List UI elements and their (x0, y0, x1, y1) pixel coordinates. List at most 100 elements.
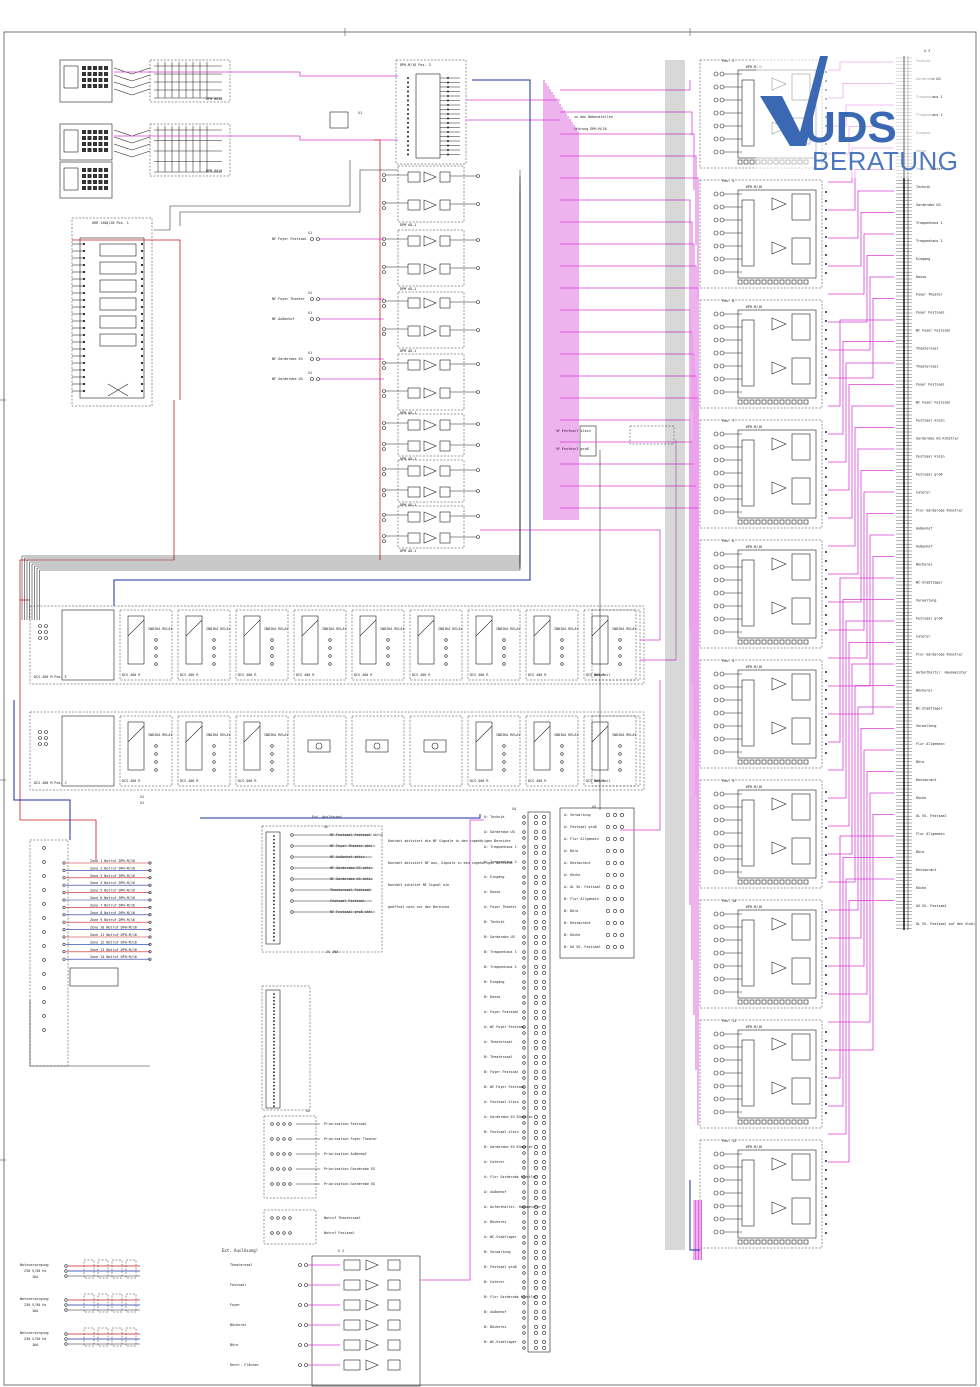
svg-text:Netzteil: Netzteil (594, 673, 610, 677)
svg-text:DPH-M/16: DPH-M/16 (746, 545, 762, 549)
x4-row: A: Garderobe UG (484, 830, 515, 834)
x5-row: A: Flur Allgemein (564, 837, 599, 841)
svg-text:DCS 400 R: DCS 400 R (238, 779, 257, 783)
svg-text:DCS 400 R: DCS 400 R (470, 673, 489, 677)
psu-line2: 230 V/50 Hz (24, 1303, 46, 1307)
zone-label: Büro (916, 850, 924, 854)
zone-label: Küche (916, 886, 926, 890)
svg-text:X1: X1 (308, 311, 312, 315)
pos-row: Zone 11 Notruf DPH-M/16 (90, 933, 137, 937)
zone-label: Flur Allgemein (916, 832, 945, 836)
svg-text:INDIKA RELAY: INDIKA RELAY (554, 733, 579, 737)
zone-label: Restaurant (916, 778, 936, 782)
ext-title: Ext. Auslösung! (312, 815, 343, 819)
x4-row: A: Technik (484, 815, 504, 819)
zone-label: Flur Garderobe Künstler (916, 508, 963, 512)
zone-label: Kasse (916, 275, 926, 279)
zone-label: Garderobe UG (916, 203, 941, 207)
psu-line2: 230 V/50 Hz (24, 1337, 46, 1341)
pos-row: Zone 5 Notruf DPH-M/16 (90, 889, 135, 893)
zone-label: Theatersaal (916, 365, 938, 369)
stoerung-label: Störung DPH-M/16 (574, 127, 607, 131)
x4-row: B: Bücherei (484, 1325, 506, 1329)
zone-label: WC-Stadtlager (916, 706, 943, 710)
amp-pos-label: Pos. 8 (722, 299, 734, 303)
svg-text:DPH-M/16: DPH-M/16 (746, 905, 762, 909)
svg-text:DCS 400 R: DCS 400 R (354, 673, 373, 677)
area-label: Restr. Flächen (230, 1363, 259, 1367)
x4-row: A: Theatersaal (484, 1040, 513, 1044)
svg-text:INDIKA RELAY: INDIKA RELAY (496, 627, 521, 631)
svg-text:DPM AD-1: DPM AD-1 (400, 287, 416, 291)
zone-label: Festsaal groß (916, 473, 943, 477)
zone-label: Bücherei (916, 562, 932, 566)
zone-label: Treppenhaus 2 (916, 239, 943, 243)
x5-header: X5 (592, 805, 596, 809)
x5-row: A: Verwaltung (564, 813, 591, 817)
zone-label: Garderobe EG Künstler (916, 437, 959, 441)
x4-row: A: Bücherei (484, 1220, 506, 1224)
svg-text:DPM 8016: DPM 8016 (206, 169, 222, 173)
nebenstellen-label: zu den Nebenstellen (574, 115, 613, 119)
x4-row: B: Festsaal groß (484, 1265, 517, 1269)
relay-label: Priorisation Garderobe UG (324, 1182, 375, 1186)
svg-text:INDIKA RELAY: INDIKA RELAY (264, 627, 289, 631)
amp-pos-label: Pos. 12 (722, 1139, 736, 1143)
x4-row: B: Kasse (484, 995, 500, 999)
x5-row: B: Restaurant (564, 921, 591, 925)
x2-header: X2 (324, 825, 328, 829)
zone-label: Festsaal groß (916, 616, 943, 620)
x4-row: B: Garderobe EG Künstler (484, 1145, 533, 1149)
x4-row: A: WC-Stadtlager (484, 1235, 517, 1239)
amp-pos-label: Pos. 10 (722, 899, 736, 903)
x5-row: A: Küche (564, 873, 580, 877)
x5-row: A: Festsaal groß (564, 825, 597, 829)
x4-row: B: Garderobe UG (484, 935, 515, 939)
pos-row: Zone 13 Notruf DPH-M/16 (90, 948, 137, 952)
svg-text:INDIKA RELAY: INDIKA RELAY (612, 627, 637, 631)
svg-text:DPH-M/16: DPH-M/16 (746, 305, 762, 309)
zone-label: Verwaltung (916, 598, 936, 602)
x4-row: B: Verwaltung (484, 1250, 511, 1254)
zone-label: Eingang (916, 257, 930, 261)
zone-label: OL VG. Festsaal (916, 814, 947, 818)
x2-note-right: geöffnet nach vor den Bereiche (388, 905, 449, 909)
x4-row: B: WC Foyer Festsaal (484, 1085, 525, 1089)
svg-text:DPM AD-1: DPM AD-1 (400, 349, 416, 353)
x4-row: B: Außenhof (484, 1310, 506, 1314)
svg-text:DPM AD-1: DPM AD-1 (400, 549, 416, 553)
svg-text:X1: X1 (308, 351, 312, 355)
x4-row: A: Foyer Theater (484, 905, 517, 909)
amp-pos-label: Pos. 7 (722, 419, 734, 423)
x4-row: B: WC-Stadtlager (484, 1340, 517, 1344)
psu-line3: 16A (32, 1309, 38, 1313)
x4-row: A: Eingang (484, 875, 504, 879)
x4-row: B: Technik (484, 920, 504, 924)
svg-text:X1: X1 (308, 371, 312, 375)
zone-label: Festsaal klein (916, 455, 945, 459)
svg-text:INDIKA RELAY: INDIKA RELAY (206, 627, 231, 631)
amp-pos-label: Pos. 11 (722, 1019, 736, 1023)
zone-label: Außenhof (916, 544, 932, 548)
notruf-label: Notruf Theatersaal (324, 1216, 361, 1220)
area-label: Bücherei (230, 1323, 246, 1327)
relay-label: Priorisation Garderobe EG (324, 1167, 375, 1171)
x2-note-right: Kontakt aktiviert die NF Signale in den … (388, 839, 510, 843)
x5-row: B: Büro (564, 909, 578, 913)
zone-label: Festsaal klein (916, 419, 945, 423)
svg-text:INDIKA RELAY: INDIKA RELAY (612, 733, 637, 737)
x2-note-right: Kontakt aktiviert NF aus, Signale in den… (388, 861, 513, 865)
svg-text:Netzteil: Netzteil (594, 779, 610, 783)
zone-label: Außenhof (916, 526, 932, 530)
zone-label: Theatersaal (916, 347, 938, 351)
zone-label: Flur Allgemein (916, 742, 945, 746)
x4-row: A: Festsaal klein (484, 1100, 519, 1104)
pos-row: Zone 14 Notruf DPH-M/16 (90, 955, 137, 959)
zone-label: Caterer (916, 491, 930, 495)
fader-label: NF Garderobe EG (272, 357, 303, 361)
psu-line3: 16A (32, 1275, 38, 1279)
svg-text:X1: X1 (308, 291, 312, 295)
svg-text:DCS 400 R: DCS 400 R (180, 779, 199, 783)
